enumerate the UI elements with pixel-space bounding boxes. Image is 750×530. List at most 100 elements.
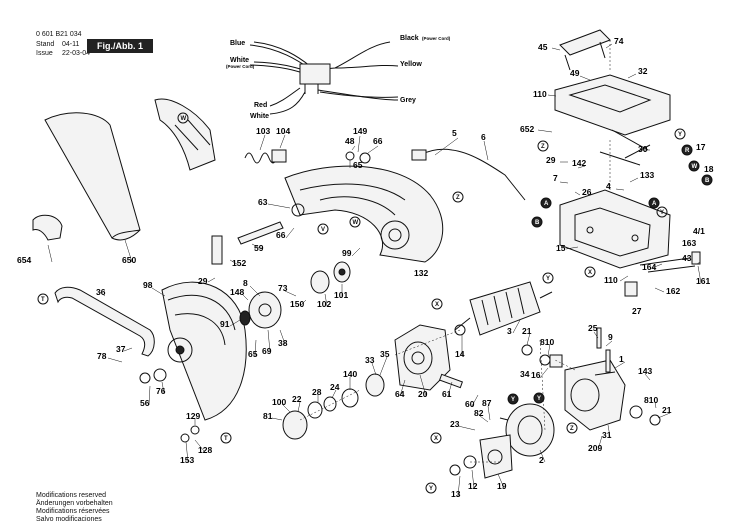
svg-text:B: B (535, 220, 540, 226)
part-number: 110 (533, 89, 547, 99)
top-cover (554, 74, 671, 136)
part-number: 810 (644, 395, 658, 405)
part-number: 27 (632, 306, 642, 316)
wire-label-yellow: Yellow (400, 61, 422, 68)
svg-text:A: A (652, 201, 657, 207)
callout-y: Y (674, 128, 686, 140)
part-number: 650 (122, 255, 136, 265)
part-number: 63 (258, 197, 268, 207)
flange-discs (310, 261, 351, 294)
carry-handle (559, 29, 611, 71)
stand-label: Stand (36, 41, 55, 48)
dust-bag (32, 112, 141, 241)
part-number: 24 (330, 382, 340, 392)
part-number: 100 (272, 397, 286, 407)
svg-text:Y: Y (511, 397, 515, 403)
spring (244, 149, 287, 164)
svg-text:X: X (588, 270, 592, 276)
figure-tag: Fig./Abb. 1 (87, 39, 153, 53)
callout-a: A (648, 197, 660, 209)
part-number: 153 (180, 455, 194, 465)
shaft (237, 221, 284, 245)
part-number: 18 (704, 164, 714, 174)
callout-w: W (177, 112, 189, 124)
part-number: 810 (540, 337, 554, 347)
callout-x: X (584, 266, 596, 278)
part-number: 149 (353, 126, 367, 136)
part-number: 29 (546, 155, 556, 165)
callout-w: W (349, 216, 361, 228)
part-number: 13 (451, 489, 461, 499)
part-number: 8 (243, 278, 248, 288)
armature (454, 281, 553, 336)
part-number: 23 (450, 419, 460, 429)
svg-text:W: W (353, 220, 359, 226)
part-number: 143 (638, 366, 652, 376)
part-number: 129 (186, 411, 200, 421)
part-number: 164 (642, 262, 656, 272)
footer-line: Modifications reserved (36, 492, 107, 499)
part-number: 22 (292, 394, 302, 404)
callout-w: W (688, 160, 700, 172)
part-number: 4 (606, 181, 611, 191)
wire-label-blue: Blue (230, 40, 245, 47)
leader-lines (47, 43, 702, 497)
callout-z: Z (452, 191, 464, 203)
part-number: 36 (96, 287, 106, 297)
part-number: 66 (276, 230, 286, 240)
svg-text:Z: Z (541, 144, 545, 150)
callout-y: Y (542, 272, 554, 284)
part-number: 32 (638, 66, 648, 76)
part-number: 103 (256, 126, 270, 136)
part-number: 148 (230, 287, 244, 297)
part-number: 1 (619, 354, 624, 364)
callout-y: Y (656, 206, 668, 218)
footer-line: Änderungen vorbehalten (36, 500, 113, 507)
wire-label-white-cord-note: (Power Cord) (226, 64, 255, 69)
part-number: 104 (276, 126, 290, 136)
lower-blade-guard (161, 281, 247, 421)
svg-text:Z: Z (570, 426, 574, 432)
part-number: 19 (497, 481, 507, 491)
svg-text:Z: Z (456, 195, 460, 201)
part-number: 69 (262, 346, 272, 356)
stand-value: 04-11 (62, 41, 80, 48)
motor-housing (394, 324, 451, 391)
wire-label-black: Black (400, 35, 419, 42)
part-number: 9 (608, 332, 613, 342)
svg-text:W: W (692, 164, 698, 170)
svg-text:Y: Y (546, 276, 550, 282)
doc-number: 0 601 B21 034 (36, 31, 82, 38)
part-number: 59 (254, 243, 264, 253)
part-number: 12 (468, 481, 478, 491)
handle-bar (54, 286, 155, 357)
gear-housing (564, 359, 626, 431)
part-number: 60 (465, 399, 475, 409)
part-number: 26 (582, 187, 592, 197)
part-number: 152 (232, 258, 246, 268)
part-number: 43 (682, 253, 692, 263)
issue-value: 22-03-04 (62, 50, 91, 57)
issue-label: Issue (36, 50, 53, 57)
callout-b: B (701, 174, 713, 186)
part-number: 128 (198, 445, 212, 455)
part-number: 4/1 (693, 226, 705, 236)
part-number: 133 (640, 170, 654, 180)
callout-z: Z (537, 140, 549, 152)
part-number: 65 (248, 349, 258, 359)
wire-label-grey: Grey (400, 97, 416, 104)
svg-text:X: X (435, 302, 439, 308)
part-number: 102 (317, 299, 331, 309)
callout-z: Z (566, 422, 578, 434)
callout-x: X (430, 432, 442, 444)
svg-text:Y: Y (678, 132, 682, 138)
part-number: 101 (334, 290, 348, 300)
svg-text:B: B (705, 178, 710, 184)
small-parts (139, 129, 701, 476)
part-number: 110 (604, 275, 618, 285)
part-number: 65 (353, 160, 363, 170)
part-number: 56 (140, 398, 150, 408)
arbor-assembly (239, 291, 282, 329)
part-number: 25 (588, 323, 598, 333)
